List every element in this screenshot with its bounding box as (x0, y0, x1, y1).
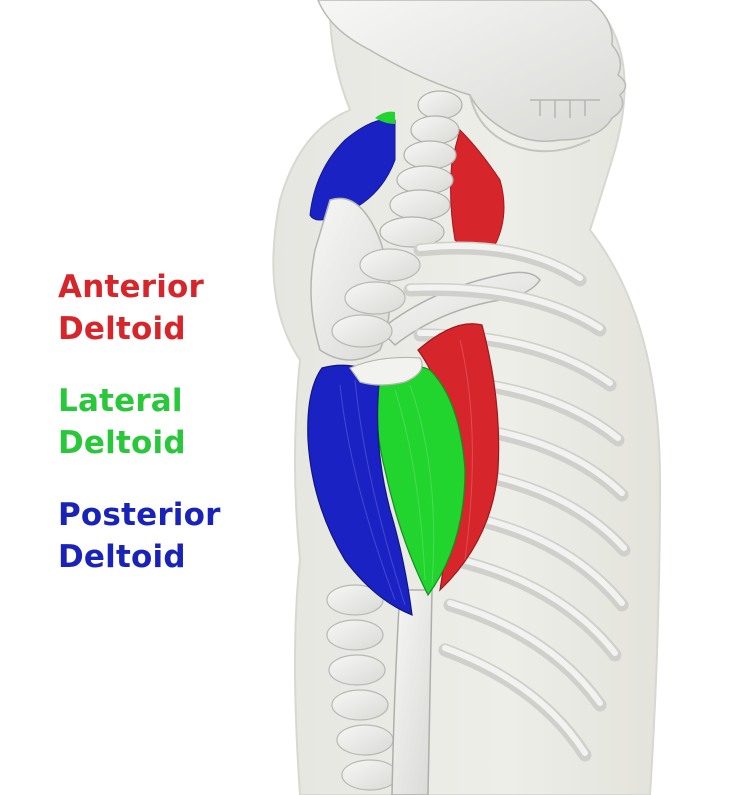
label-anterior-deltoid: Deltoid (58, 311, 186, 347)
muscle-fibers (339, 339, 473, 606)
label-lateral-deltoid: Deltoid (58, 425, 186, 461)
legend-anterior-deltoid: Anterior Deltoid (58, 266, 258, 350)
label-posterior: Posterior (58, 497, 221, 533)
humerus (391, 589, 433, 795)
label-anterior: Anterior (58, 269, 205, 305)
posterior-deltoid (307, 364, 413, 616)
label-lateral: Lateral (58, 383, 183, 419)
skull (317, 0, 627, 153)
legend-lateral-deltoid: Lateral Deltoid (58, 380, 258, 464)
legend-posterior-deltoid: Posterior Deltoid (58, 494, 258, 578)
lateral-deltoid (376, 365, 466, 597)
label-posterior-deltoid: Deltoid (58, 539, 186, 575)
deltoid-legend: Anterior Deltoid Lateral Deltoid Posteri… (58, 266, 258, 608)
thoracic-spine (326, 248, 421, 791)
cervical-spine (379, 90, 463, 248)
acromion (349, 356, 423, 386)
trapezius-green (375, 111, 395, 124)
